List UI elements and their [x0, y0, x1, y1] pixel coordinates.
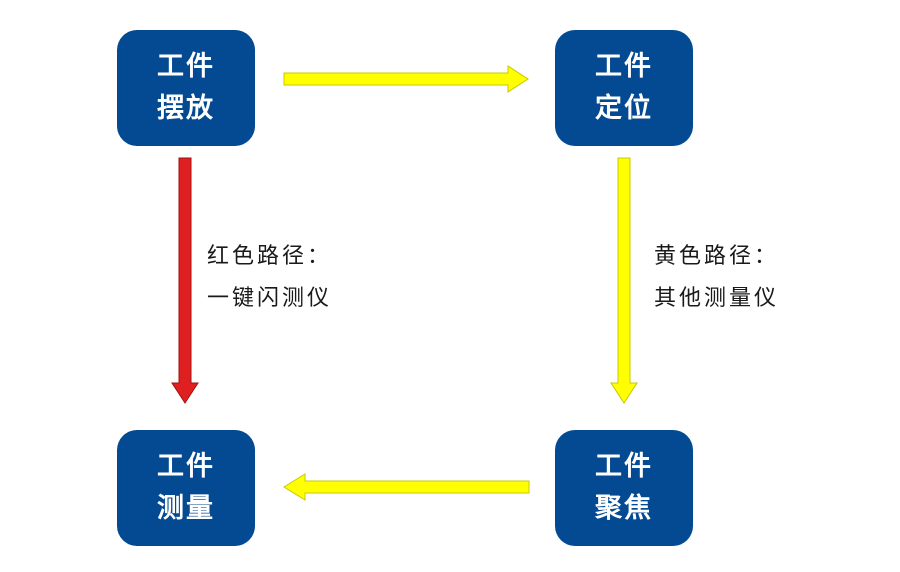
node-line-2: 聚焦	[595, 493, 653, 524]
node-line-2: 测量	[157, 493, 215, 524]
yellow-path-title: 黄色路径：	[654, 244, 780, 269]
yellow-path-label: 黄色路径： 其他测量仪	[654, 236, 779, 320]
arrow-place-to-measure	[171, 157, 199, 404]
node-line-1: 工件	[595, 51, 653, 82]
arrow-locate-to-focus	[610, 157, 638, 404]
node-line-1: 工件	[595, 451, 653, 482]
red-path-title: 红色路径：	[207, 244, 333, 269]
node-workpiece-placement: 工件 摆放	[117, 30, 255, 146]
node-line-2: 摆放	[157, 93, 215, 124]
node-workpiece-measurement: 工件 测量	[117, 430, 255, 546]
node-workpiece-positioning: 工件 定位	[555, 30, 693, 146]
yellow-path-desc: 其他测量仪	[654, 286, 780, 311]
node-line-1: 工件	[157, 451, 215, 482]
arrow-focus-to-measure	[283, 473, 530, 501]
node-line-2: 定位	[595, 93, 653, 124]
arrow-place-to-locate	[283, 65, 529, 93]
red-path-desc: 一键闪测仪	[207, 286, 333, 311]
red-path-label: 红色路径： 一键闪测仪	[207, 236, 332, 320]
node-workpiece-focusing: 工件 聚焦	[555, 430, 693, 546]
node-line-1: 工件	[157, 51, 215, 82]
